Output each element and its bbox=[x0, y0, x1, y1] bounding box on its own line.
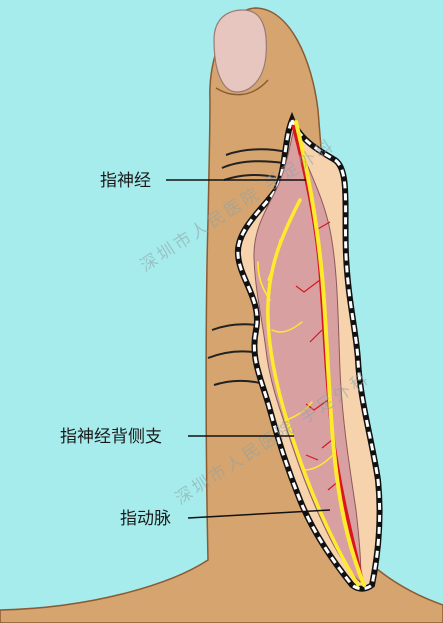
dorsal-nerve-branch bbox=[257, 198, 360, 587]
artery-leader-line bbox=[187, 509, 331, 519]
nail-fold bbox=[215, 79, 269, 96]
digital-nerve bbox=[294, 120, 366, 587]
label-digital-artery: 指动脉 bbox=[120, 509, 171, 529]
label-digital-nerve: 指神经 bbox=[100, 171, 151, 191]
skin-creases bbox=[207, 148, 287, 386]
label-dorsal-nerve-branch: 指神经背侧支 bbox=[60, 427, 162, 447]
fingernail bbox=[213, 9, 267, 93]
